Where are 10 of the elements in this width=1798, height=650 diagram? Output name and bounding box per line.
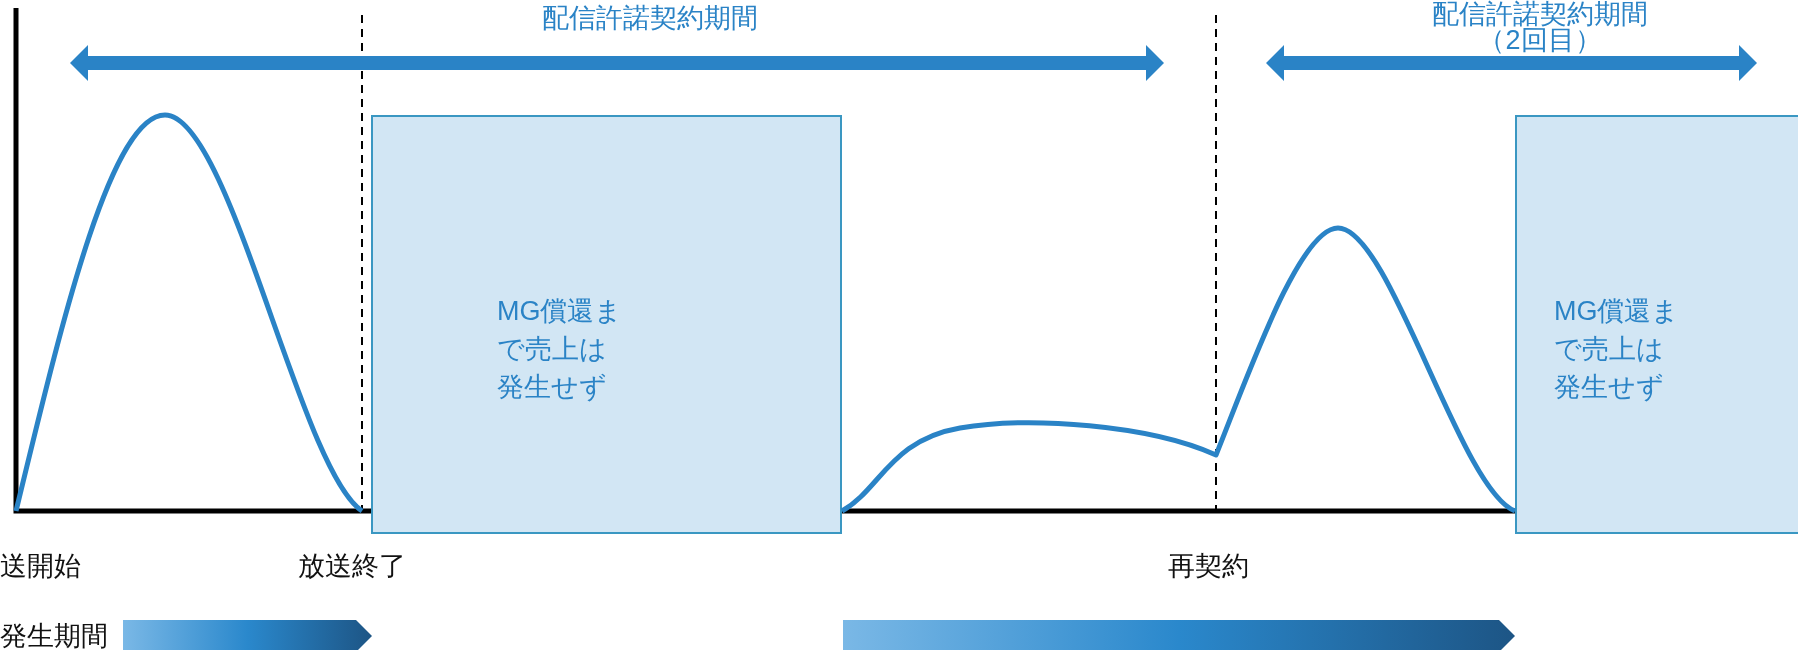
shaded-box — [371, 115, 842, 534]
timeline-label: 再契約 — [1168, 550, 1249, 583]
period-label: 配信許諾契約期間 — [541, 2, 759, 35]
timeline-label: 発生期間 — [0, 620, 108, 650]
box-text: MG償還まで売上は発生せず — [497, 295, 624, 404]
period-label: 配信許諾契約期間 — [1431, 0, 1649, 29]
shaded-box — [1515, 115, 1798, 534]
timeline-label: 放送終了 — [298, 550, 406, 583]
timeline-label: 送開始 — [0, 550, 81, 583]
box-text: MG償還まで売上は発生せず — [1554, 295, 1681, 404]
